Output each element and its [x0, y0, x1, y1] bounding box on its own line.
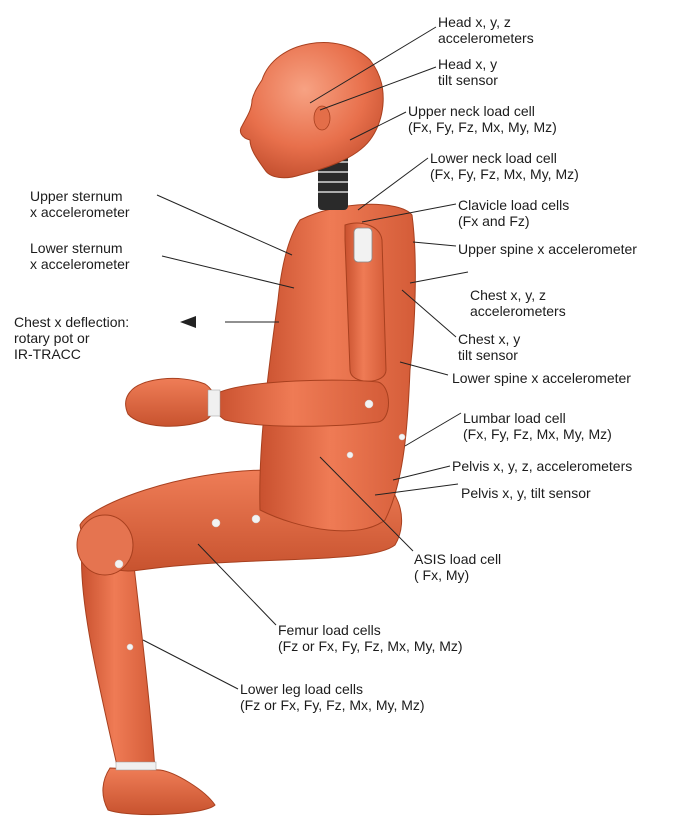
- lower-leg-shape: [82, 548, 155, 770]
- label-lumbar-load-cell: Lumbar load cell (Fx, Fy, Fz, Mx, My, Mz…: [463, 410, 612, 442]
- label-lower-sternum-accelerometer: Lower sternum x accelerometer: [30, 240, 130, 272]
- label-lower-leg-load-cells: Lower leg load cells (Fz or Fx, Fy, Fz, …: [240, 681, 425, 713]
- knee-shape: [77, 515, 133, 575]
- foot-shape: [103, 768, 215, 815]
- label-clavicle-load-cells: Clavicle load cells (Fx and Fz): [458, 197, 569, 229]
- label-femur-load-cells: Femur load cells (Fz or Fx, Fy, Fz, Mx, …: [278, 622, 463, 654]
- torso-shape: [260, 204, 416, 531]
- head-shape: [240, 43, 383, 178]
- chest-deflection-arrow: [180, 316, 196, 328]
- forearm-shape: [215, 380, 389, 426]
- label-upper-spine-accelerometer: Upper spine x accelerometer: [458, 241, 637, 257]
- hand-shape: [126, 378, 215, 426]
- label-lower-neck-load-cell: Lower neck load cell (Fx, Fy, Fz, Mx, My…: [430, 150, 579, 182]
- label-upper-sternum-accelerometer: Upper sternum x accelerometer: [30, 188, 130, 220]
- label-asis-load-cell: ASIS load cell ( Fx, My): [414, 551, 501, 583]
- label-chest-tilt-sensor: Chest x, y tilt sensor: [458, 331, 520, 363]
- label-head-tilt-sensor: Head x, y tilt sensor: [438, 56, 498, 88]
- label-chest-accelerometers: Chest x, y, z accelerometers: [470, 287, 566, 319]
- wrist-joint: [208, 390, 220, 416]
- label-chest-x-deflection: Chest x deflection: rotary pot or IR-TRA…: [14, 314, 129, 362]
- shoulder-joint: [354, 228, 372, 262]
- label-pelvis-tilt-sensor: Pelvis x, y, tilt sensor: [461, 485, 591, 501]
- label-lower-spine-accelerometer: Lower spine x accelerometer: [452, 370, 631, 386]
- label-upper-neck-load-cell: Upper neck load cell (Fx, Fy, Fz, Mx, My…: [408, 103, 557, 135]
- ankle-joint: [116, 762, 156, 770]
- label-pelvis-accelerometers: Pelvis x, y, z, accelerometers: [452, 458, 632, 474]
- label-head-accelerometers: Head x, y, z accelerometers: [438, 14, 534, 46]
